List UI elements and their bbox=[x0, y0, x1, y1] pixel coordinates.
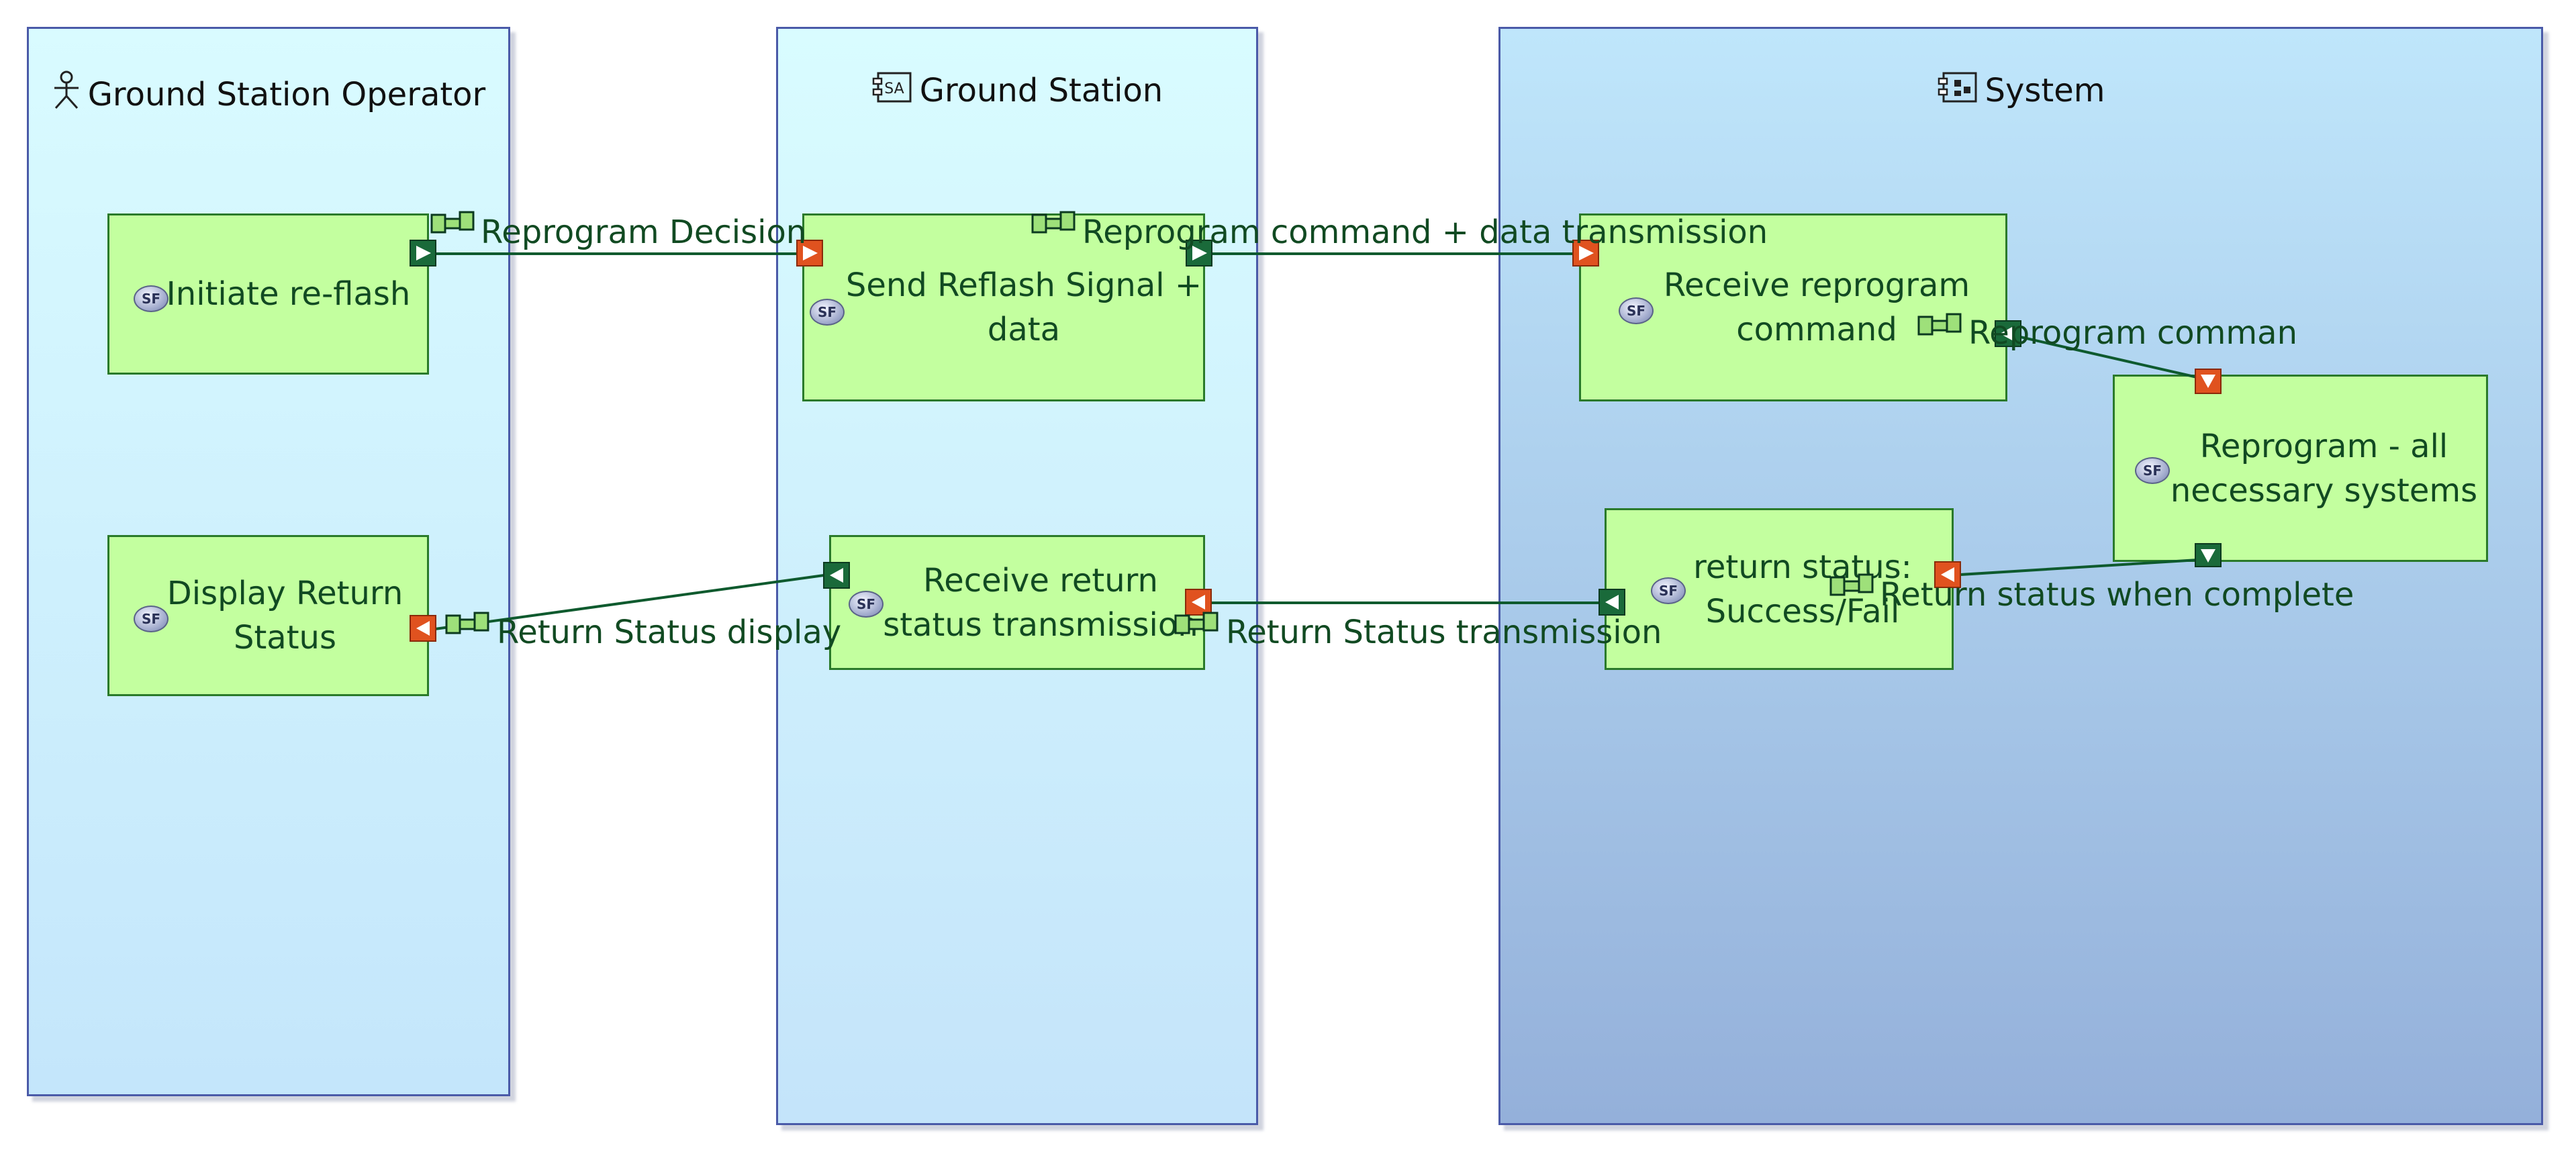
system-function-icon: SF bbox=[1651, 577, 1686, 604]
lane-title-station: Ground Station bbox=[919, 72, 1163, 109]
system-function-icon: SF bbox=[810, 299, 845, 326]
system-function-icon: SF bbox=[1619, 297, 1654, 324]
function-display-return-status[interactable]: SF Display Return Status bbox=[107, 535, 429, 696]
function-return-status-success-fail[interactable]: SF return status: Success/Fail bbox=[1605, 508, 1954, 670]
input-port-icon[interactable] bbox=[796, 240, 823, 267]
exchange-line-return-complete[interactable] bbox=[1960, 558, 2209, 576]
output-port-icon[interactable] bbox=[2195, 543, 2222, 567]
function-reprogram-all-systems[interactable]: SF Reprogram - all necessary systems bbox=[2113, 375, 2488, 562]
input-port-icon[interactable] bbox=[1572, 240, 1599, 267]
output-port-icon[interactable] bbox=[410, 240, 436, 267]
exchange-item-icon bbox=[1174, 612, 1219, 634]
output-port-icon[interactable] bbox=[410, 615, 436, 642]
output-port-icon[interactable] bbox=[1186, 240, 1212, 267]
function-label: Initiate re-flash bbox=[166, 275, 411, 313]
exchange-label-reprogram-decision: Reprogram Decision bbox=[481, 213, 806, 251]
exchange-item-icon bbox=[445, 612, 489, 634]
exchange-label-return-transmission: Return Status transmission bbox=[1226, 614, 1662, 651]
function-receive-reprogram-command[interactable]: SF Receive reprogram command bbox=[1579, 213, 2007, 401]
system-actor-icon: SA bbox=[871, 70, 913, 113]
exchange-line-reprogram-command[interactable] bbox=[2008, 333, 2209, 381]
output-port-icon[interactable] bbox=[1185, 589, 1212, 616]
system-function-icon: SF bbox=[2135, 457, 2170, 484]
actor-icon bbox=[52, 70, 81, 117]
system-function-icon: SF bbox=[849, 591, 884, 618]
exchange-line-return-display[interactable] bbox=[434, 574, 824, 630]
exchange-label-return-complete: Return status when complete bbox=[1880, 576, 2354, 614]
function-label: Display Return Status bbox=[166, 575, 403, 657]
lane-title-operator: Ground Station Operator bbox=[87, 76, 486, 113]
system-component-icon bbox=[1937, 70, 1978, 113]
input-port-icon[interactable] bbox=[1599, 589, 1625, 616]
output-port-icon[interactable] bbox=[1995, 320, 2021, 347]
function-label: Reprogram - all necessary systems bbox=[2170, 427, 2478, 510]
function-receive-return-status[interactable]: SF Receive return status transmission bbox=[829, 535, 1205, 670]
exchange-label-return-display: Return Status display bbox=[497, 614, 841, 651]
exchange-label-reprogram-command: Reprogram comman bbox=[1968, 314, 2297, 352]
exchange-item-icon bbox=[430, 211, 475, 234]
system-function-icon: SF bbox=[134, 285, 169, 312]
lane-title-system: System bbox=[1985, 72, 2105, 109]
input-port-icon[interactable] bbox=[2195, 369, 2222, 394]
system-function-icon: SF bbox=[134, 606, 169, 632]
function-label: Receive reprogram command bbox=[1663, 267, 1970, 348]
function-label: return status: Success/Fail bbox=[1693, 548, 1912, 630]
exchange-item-icon bbox=[1829, 573, 1874, 596]
function-label: Send Reflash Signal + data bbox=[845, 267, 1202, 348]
exchange-item-icon bbox=[1917, 313, 1962, 336]
output-port-icon[interactable] bbox=[1934, 561, 1961, 588]
input-port-icon[interactable] bbox=[823, 562, 850, 589]
function-initiate-re-flash[interactable]: SF Initiate re-flash bbox=[107, 213, 429, 375]
function-send-reflash-signal[interactable]: SF Send Reflash Signal + data bbox=[802, 213, 1205, 401]
exchange-label-command-data: Reprogram command + data transmission bbox=[1082, 213, 1768, 251]
function-label: Receive return status transmission bbox=[883, 561, 1198, 644]
exchange-item-icon bbox=[1031, 211, 1076, 234]
svg-text:SA: SA bbox=[884, 81, 904, 97]
